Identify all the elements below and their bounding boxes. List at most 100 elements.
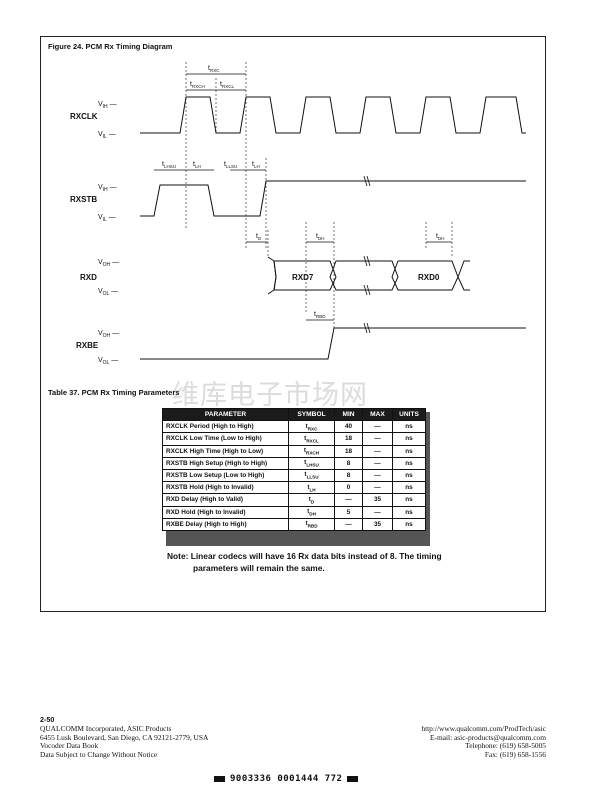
rxd0-label: RXD0 <box>418 273 440 282</box>
rxclk-label: RXCLK <box>70 112 98 121</box>
units-cell: ns <box>392 456 426 470</box>
units-cell: ns <box>392 493 426 507</box>
watermark: 维库电子市场网 <box>172 380 368 411</box>
svg-text:tRBD: tRBD <box>314 311 326 319</box>
max-cell: 35 <box>362 517 393 531</box>
symbol-cell: tRXC <box>288 420 335 434</box>
max-cell: — <box>362 456 393 470</box>
param-cell: RXSTB High Setup (High to High) <box>162 456 289 470</box>
rxd-label: RXD <box>80 273 97 282</box>
timing-parameters-table: PARAMETER SYMBOL MIN MAX UNITS RXCLK Per… <box>162 407 426 531</box>
svg-text:VOL —: VOL — <box>98 357 118 366</box>
rxd0-cell <box>391 260 459 291</box>
rxstb-waveform <box>140 180 526 217</box>
symbol-cell: tRXCH <box>288 444 335 458</box>
min-cell: 8 <box>334 468 363 483</box>
rxclk-waveform <box>140 96 526 134</box>
header-symbol: SYMBOL <box>288 407 335 422</box>
max-cell: — <box>362 444 393 458</box>
units-cell: ns <box>392 420 426 434</box>
min-cell: 5 <box>334 505 363 519</box>
svg-text:tRXCL: tRXCL <box>220 81 234 89</box>
min-cell: 18 <box>334 432 363 446</box>
figure-title: Figure 24. PCM Rx Timing Diagram <box>48 42 173 51</box>
symbol-cell: tLLSU <box>288 468 335 483</box>
rxbe-label: RXBE <box>76 341 99 350</box>
svg-text:tRXC: tRXC <box>208 65 220 73</box>
max-cell: — <box>362 432 393 446</box>
rxd-bus <box>267 256 277 295</box>
svg-text:VOH —: VOH — <box>98 259 119 268</box>
min-cell: 0 <box>334 481 363 495</box>
max-cell: 35 <box>362 493 393 507</box>
svg-text:tLH: tLH <box>193 161 201 169</box>
units-cell: ns <box>392 444 426 458</box>
svg-text:tDH: tDH <box>436 233 444 241</box>
rxd7-label: RXD7 <box>292 273 314 282</box>
param-cell: RXSTB Hold (High to Invalid) <box>162 481 289 495</box>
symbol-cell: tDH <box>288 505 335 519</box>
header-min: MIN <box>334 407 363 422</box>
param-cell: RXCLK High Time (High to Low) <box>162 444 289 458</box>
param-cell: RXCLK Period (High to High) <box>162 420 289 434</box>
timing-diagram: RXCLK RXSTB RXD RXBE RXD7 RXD0 VIH — VIL… <box>70 62 526 366</box>
units-cell: ns <box>392 481 426 495</box>
symbol-cell: tD <box>288 493 335 507</box>
table-title: Table 37. PCM Rx Timing Parameters <box>48 388 180 397</box>
param-cell: RXCLK Low Time (Low to High) <box>162 432 289 446</box>
param-cell: RXD Delay (High to Valid) <box>162 493 289 507</box>
header-units: UNITS <box>392 407 426 422</box>
svg-text:tLLSU: tLLSU <box>224 161 237 169</box>
symbol-cell: tLH <box>288 481 335 495</box>
symbol-cell: tRBD <box>288 517 335 531</box>
max-cell: — <box>362 468 393 483</box>
min-cell: — <box>334 493 363 507</box>
barcode: 9003336 0001444 772 <box>214 774 359 784</box>
units-cell: ns <box>392 432 426 446</box>
max-cell: — <box>362 505 393 519</box>
svg-text:VIL —: VIL — <box>98 131 116 140</box>
footer-right: http://www.qualcomm.com/ProdTech/asic E-… <box>421 724 546 759</box>
min-cell: 40 <box>334 420 363 434</box>
units-cell: ns <box>392 468 426 483</box>
svg-text:tD: tD <box>256 233 262 241</box>
max-cell: — <box>362 420 393 434</box>
symbol-cell: tLHSU <box>288 456 335 470</box>
svg-text:VIH —: VIH — <box>98 101 117 110</box>
page-footer: 2-50 QUALCOMM Incorporated, ASIC Product… <box>40 715 546 758</box>
units-cell: ns <box>392 517 426 531</box>
min-cell: — <box>334 517 363 531</box>
table-header-row: PARAMETER SYMBOL MIN MAX UNITS <box>162 407 426 422</box>
svg-text:tDH: tDH <box>316 233 324 241</box>
svg-text:tLHSU: tLHSU <box>162 161 176 169</box>
svg-text:VIH —: VIH — <box>98 184 117 193</box>
param-cell: RXD Hold (High to Invalid) <box>162 505 289 519</box>
rxd-mid-cell <box>329 260 399 291</box>
email-link[interactable]: E-mail: asic-products@qualcomm.com <box>430 732 546 742</box>
param-cell: RXBE Delay (High to High) <box>162 517 289 531</box>
table-note: Note: Linear codecs will have 16 Rx data… <box>167 551 442 573</box>
svg-text:tLH: tLH <box>252 161 260 169</box>
header-max: MAX <box>362 407 393 422</box>
param-cell: RXSTB Low Setup (Low to High) <box>162 468 289 483</box>
rxstb-label: RXSTB <box>70 195 97 204</box>
svg-text:VIL —: VIL — <box>98 214 116 223</box>
figure-frame <box>40 36 546 612</box>
rxbe-waveform <box>140 327 526 360</box>
rxd7-cell <box>273 260 337 291</box>
website-link[interactable]: http://www.qualcomm.com/ProdTech/asic <box>421 724 546 733</box>
footer-left: QUALCOMM Incorporated, ASIC Products 645… <box>40 724 209 759</box>
svg-text:VOL —: VOL — <box>98 288 118 297</box>
min-cell: 18 <box>334 444 363 458</box>
svg-text:tRXCH: tRXCH <box>190 81 205 89</box>
header-parameter: PARAMETER <box>162 407 289 422</box>
